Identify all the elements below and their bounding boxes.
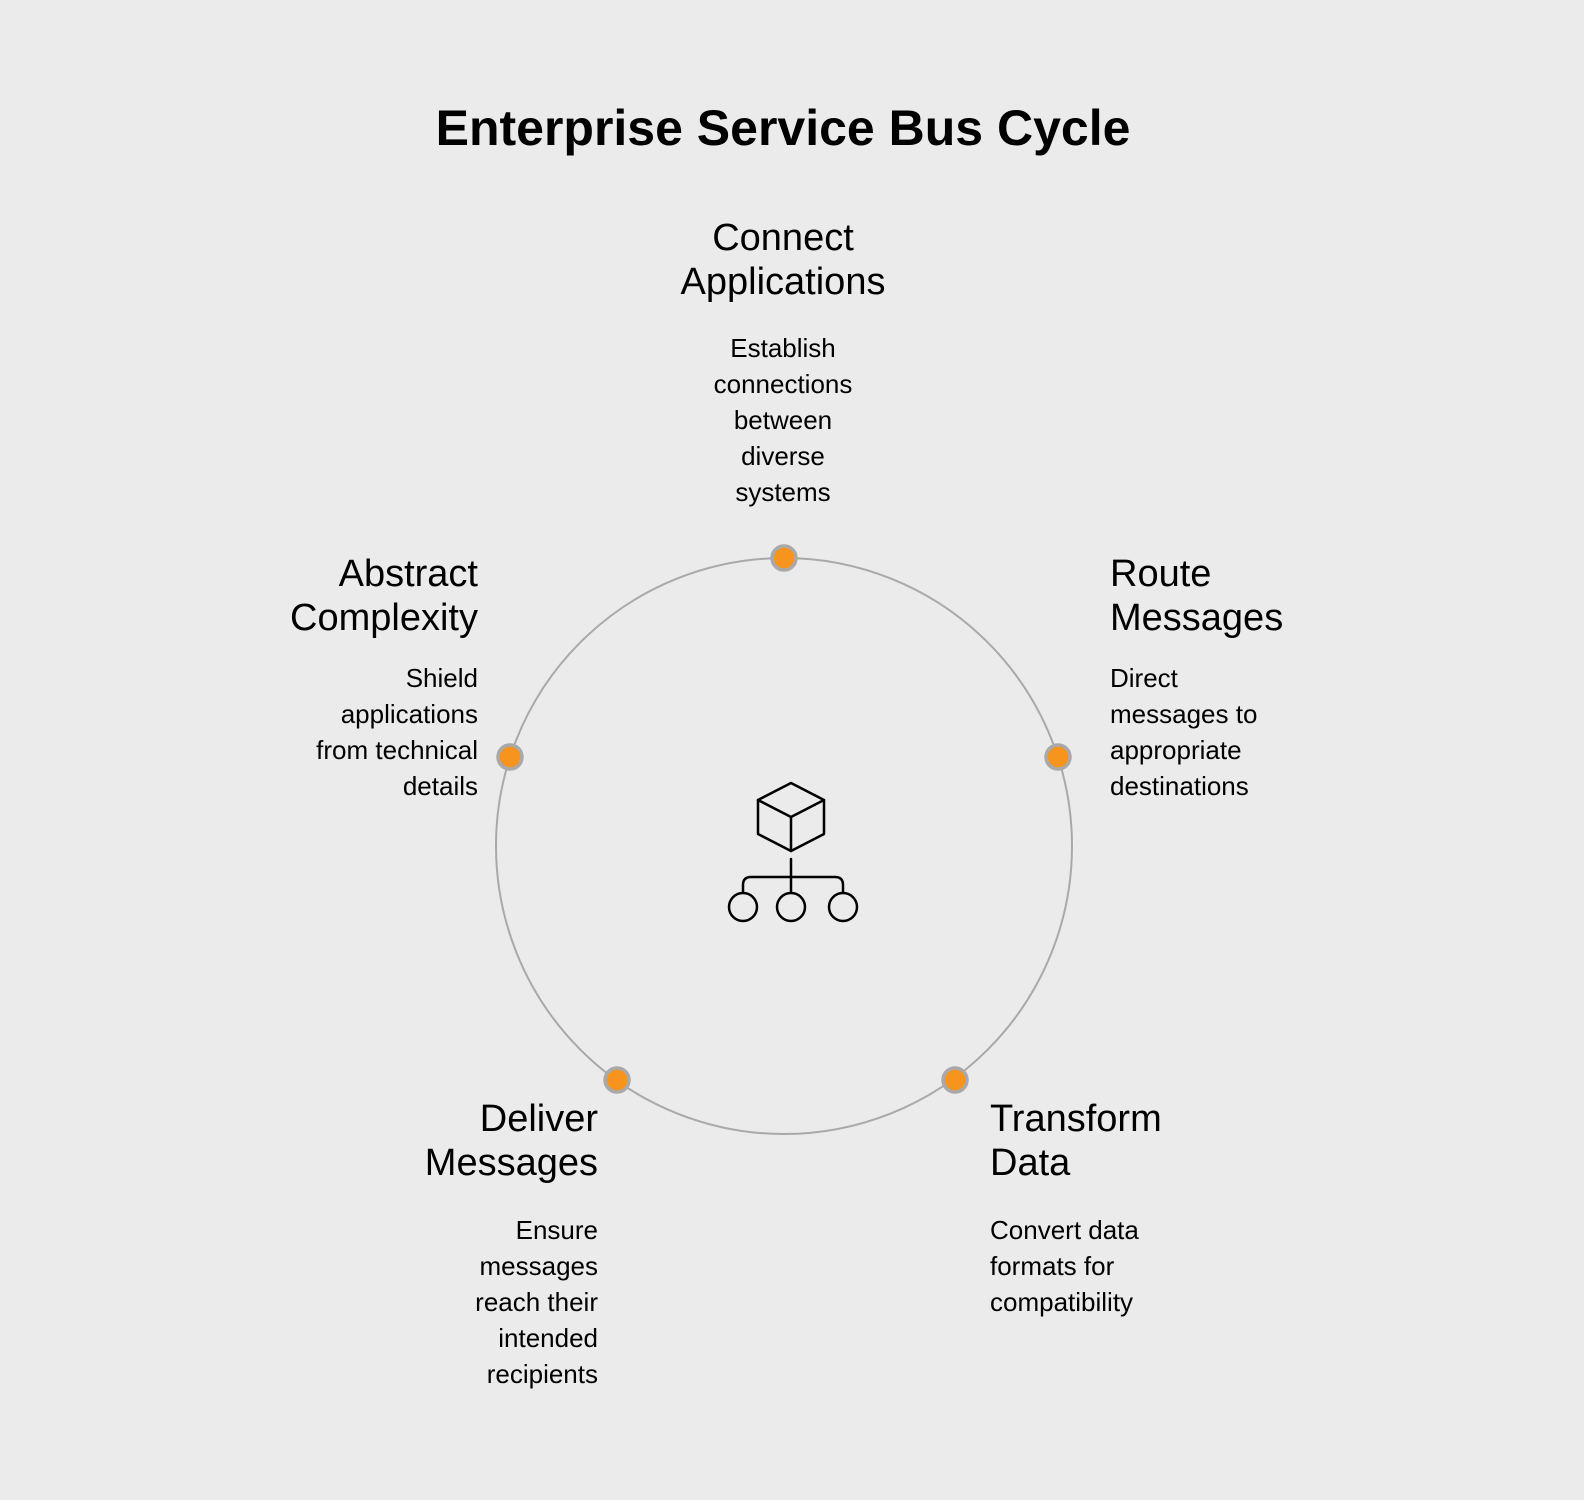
node-dot-connect-applications — [770, 544, 798, 572]
node-title-deliver-messages: Deliver Messages — [424, 1098, 598, 1184]
endpoint-circle-right — [827, 891, 859, 923]
node-description-deliver-messages: Ensure messages reach their intended rec… — [475, 1215, 598, 1389]
node-description-transform-data: Convert data formats for compatibility — [990, 1215, 1139, 1317]
node-description-route-messages: Direct messages to appropriate destinati… — [1110, 663, 1258, 801]
node-description-connect-applications: Establish connections between diverse sy… — [713, 333, 853, 507]
node-dot-deliver-messages — [603, 1066, 631, 1094]
page-title: Enterprise Service Bus Cycle — [435, 100, 1131, 156]
node-title-route-messages: Route Messages — [1110, 553, 1284, 639]
hub-branch-line — [741, 875, 845, 895]
cube-distribution-icon — [727, 781, 859, 923]
node-description-abstract-complexity: Shield applications from technical detai… — [316, 663, 478, 801]
cube-right-face — [789, 798, 826, 853]
node-title-abstract-complexity: Abstract Complexity — [290, 553, 478, 639]
cube-left-face — [756, 798, 793, 853]
node-dot-route-messages — [1044, 743, 1072, 771]
endpoint-circle-middle — [775, 891, 807, 923]
node-title-connect-applications: Connect Applications — [680, 217, 886, 303]
node-dot-abstract-complexity — [496, 743, 524, 771]
endpoint-circle-left — [727, 891, 759, 923]
cube-top-face — [756, 781, 826, 819]
node-title-transform-data: Transform Data — [990, 1098, 1162, 1184]
node-dot-transform-data — [941, 1066, 969, 1094]
